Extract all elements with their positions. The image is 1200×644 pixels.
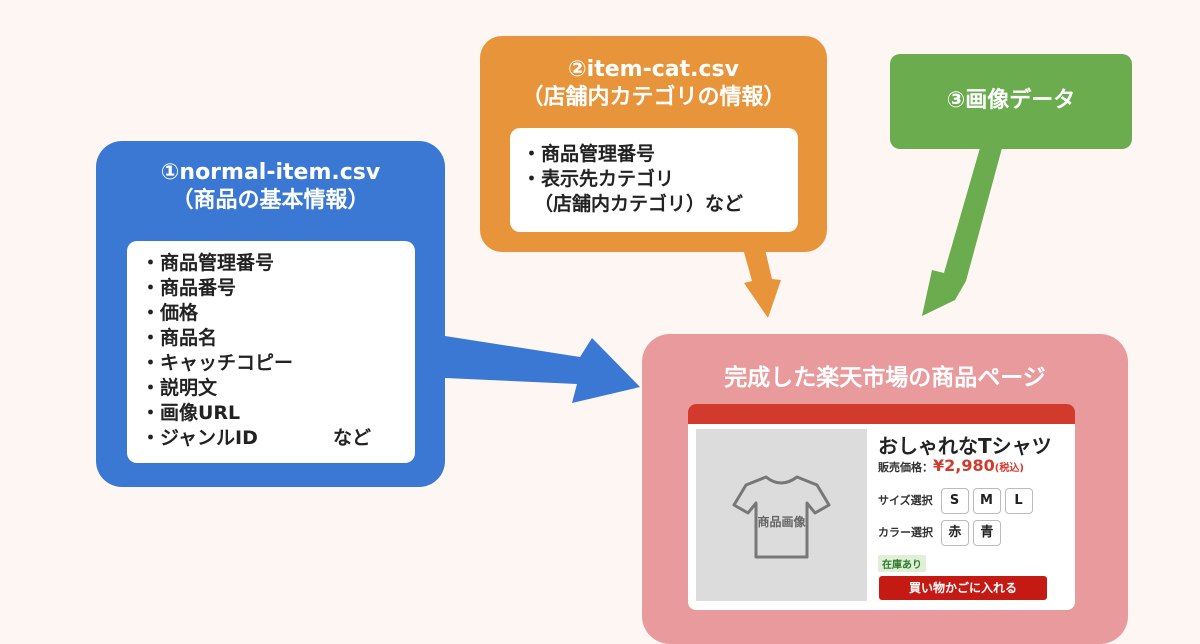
price-row: 販売価格：¥2,980(税込)	[878, 456, 1024, 475]
size-option-m[interactable]: M	[972, 488, 1001, 514]
color-option-red[interactable]: 赤	[940, 520, 969, 546]
price-value: ¥2,980	[933, 456, 995, 475]
stock-badge: 在庫あり	[878, 555, 926, 572]
size-label: サイズ選択	[878, 494, 933, 507]
tax-label: (税込)	[994, 463, 1024, 474]
list-item: ・ジャンルID	[141, 427, 258, 449]
add-to-cart-button[interactable]: 買い物かごに入れる	[879, 576, 1047, 600]
tshirt-icon	[732, 475, 831, 559]
card-header-bar	[688, 404, 1075, 424]
list-suffix: など	[333, 427, 372, 449]
price-label: 販売価格：	[878, 461, 933, 474]
blue-arrow	[445, 336, 640, 403]
normal-item-subtitle: （商品の基本情報）	[171, 188, 370, 213]
list-item: ・価格	[141, 302, 199, 324]
product-image: 商品画像	[696, 429, 867, 601]
item-cat-title: ②item-cat.csv	[568, 57, 739, 82]
color-label: カラー選択	[878, 526, 933, 539]
arrows-layer	[445, 148, 1002, 403]
image-data-title: ③画像データ	[946, 88, 1076, 113]
list-item: ・キャッチコピー	[141, 352, 294, 374]
list-item: ・説明文	[141, 377, 218, 399]
normal-item-list: ・商品管理番号 ・商品番号 ・価格 ・商品名 ・キャッチコピー ・説明文 ・画像…	[127, 241, 415, 463]
list-item: （店舗内カテゴリ）など	[534, 193, 744, 215]
list-item: ・商品名	[141, 327, 218, 349]
list-item: ・商品番号	[141, 277, 237, 299]
size-option-l[interactable]: L	[1004, 488, 1033, 514]
color-option-blue[interactable]: 青	[972, 520, 1001, 546]
list-item: ・表示先カテゴリ	[522, 168, 675, 190]
item-cat-subtitle: （店舗内カテゴリの情報）	[521, 85, 786, 110]
list-item: ・商品管理番号	[522, 143, 656, 165]
product-name: おしゃれなTシャツ	[878, 434, 1052, 458]
size-option-s[interactable]: S	[940, 488, 969, 514]
list-item: ・商品管理番号	[141, 252, 275, 274]
list-item: ・画像URL	[141, 402, 241, 424]
item-cat-csv-box: ②item-cat.csv （店舗内カテゴリの情報） ・商品管理番号 ・表示先カ…	[480, 36, 827, 252]
normal-item-csv-box: ①normal-item.csv （商品の基本情報） ・商品管理番号 ・商品番号…	[96, 141, 445, 487]
normal-item-title: ①normal-item.csv	[160, 160, 381, 185]
item-cat-list: ・商品管理番号 ・表示先カテゴリ （店舗内カテゴリ）など	[510, 128, 798, 232]
color-row: カラー選択 赤青	[878, 520, 1001, 546]
image-label: 商品画像	[757, 515, 806, 529]
result-title: 完成した楽天市場の商品ページ	[724, 365, 1046, 391]
orange-arrow	[742, 245, 781, 318]
image-data-box: ③画像データ	[890, 54, 1132, 149]
green-arrow	[922, 148, 1002, 316]
